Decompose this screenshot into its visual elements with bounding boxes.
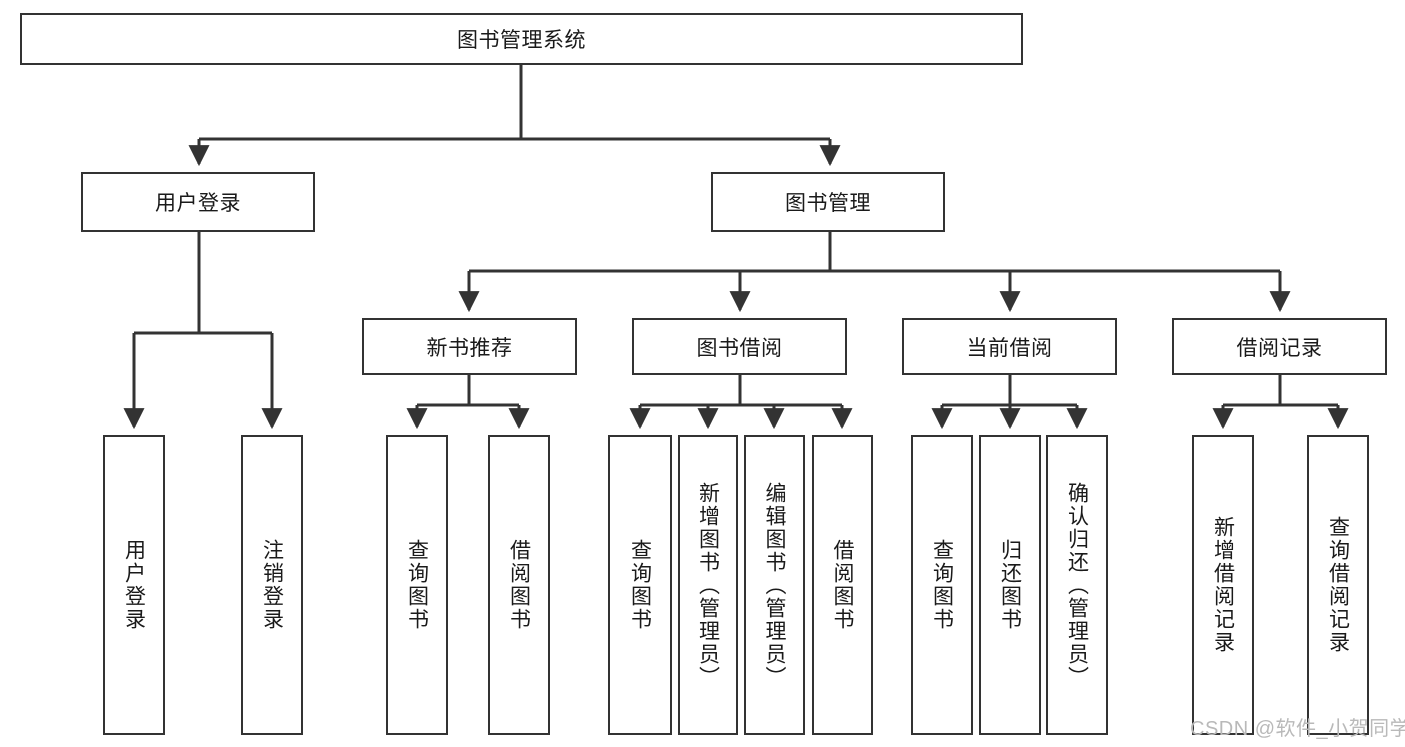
node-label: 当前借阅	[966, 336, 1053, 360]
node-label: 查询图书	[405, 539, 429, 631]
node-label: 注销登录	[260, 539, 284, 631]
node-current-borrow[interactable]: 当前借阅	[902, 318, 1117, 375]
leaf-current-query-book[interactable]: 查询图书	[911, 435, 973, 735]
node-borrow-records[interactable]: 借阅记录	[1172, 318, 1387, 375]
leaf-borrow-edit-book-admin[interactable]: 编辑图书（管理员）	[744, 435, 805, 735]
node-label: 新书推荐	[426, 336, 513, 360]
node-root-system[interactable]: 图书管理系统	[20, 13, 1023, 65]
node-label: 图书管理系统	[457, 29, 586, 52]
leaf-user-logout[interactable]: 注销登录	[241, 435, 303, 735]
node-label: 查询图书	[628, 539, 652, 631]
node-new-book-recommend[interactable]: 新书推荐	[362, 318, 577, 375]
node-label: 借阅图书	[831, 539, 854, 631]
node-user-login[interactable]: 用户登录	[81, 172, 315, 232]
node-label: 图书管理	[785, 192, 871, 215]
node-label: 图书借阅	[696, 336, 783, 360]
leaf-current-return-book[interactable]: 归还图书	[979, 435, 1041, 735]
node-label: 查询图书	[930, 539, 954, 631]
node-label: 新增图书（管理员）	[696, 481, 720, 689]
leaf-borrow-add-book-admin[interactable]: 新增图书（管理员）	[678, 435, 738, 735]
leaf-records-add-record[interactable]: 新增借阅记录	[1192, 435, 1254, 735]
node-book-borrow[interactable]: 图书借阅	[632, 318, 847, 375]
leaf-recommend-borrow-book[interactable]: 借阅图书	[488, 435, 550, 735]
leaf-current-confirm-return-admin[interactable]: 确认归还（管理员）	[1046, 435, 1108, 735]
node-label: 编辑图书（管理员）	[763, 481, 786, 689]
node-label: 借阅图书	[507, 539, 531, 631]
leaf-records-query-record[interactable]: 查询借阅记录	[1307, 435, 1369, 735]
node-label: 新增借阅记录	[1211, 516, 1235, 654]
node-label: 归还图书	[998, 539, 1022, 631]
csdn-watermark: CSDN @软件_小贺同学	[1190, 718, 1405, 740]
node-book-management[interactable]: 图书管理	[711, 172, 945, 232]
node-label: 用户登录	[155, 192, 241, 215]
node-label: 查询借阅记录	[1326, 516, 1350, 654]
leaf-recommend-query-book[interactable]: 查询图书	[386, 435, 448, 735]
leaf-borrow-borrow-book[interactable]: 借阅图书	[812, 435, 873, 735]
node-label: 用户登录	[122, 539, 146, 631]
leaf-user-login[interactable]: 用户登录	[103, 435, 165, 735]
node-label: 确认归还（管理员）	[1065, 481, 1089, 689]
node-label: 借阅记录	[1236, 336, 1323, 360]
leaf-borrow-query-book[interactable]: 查询图书	[608, 435, 672, 735]
